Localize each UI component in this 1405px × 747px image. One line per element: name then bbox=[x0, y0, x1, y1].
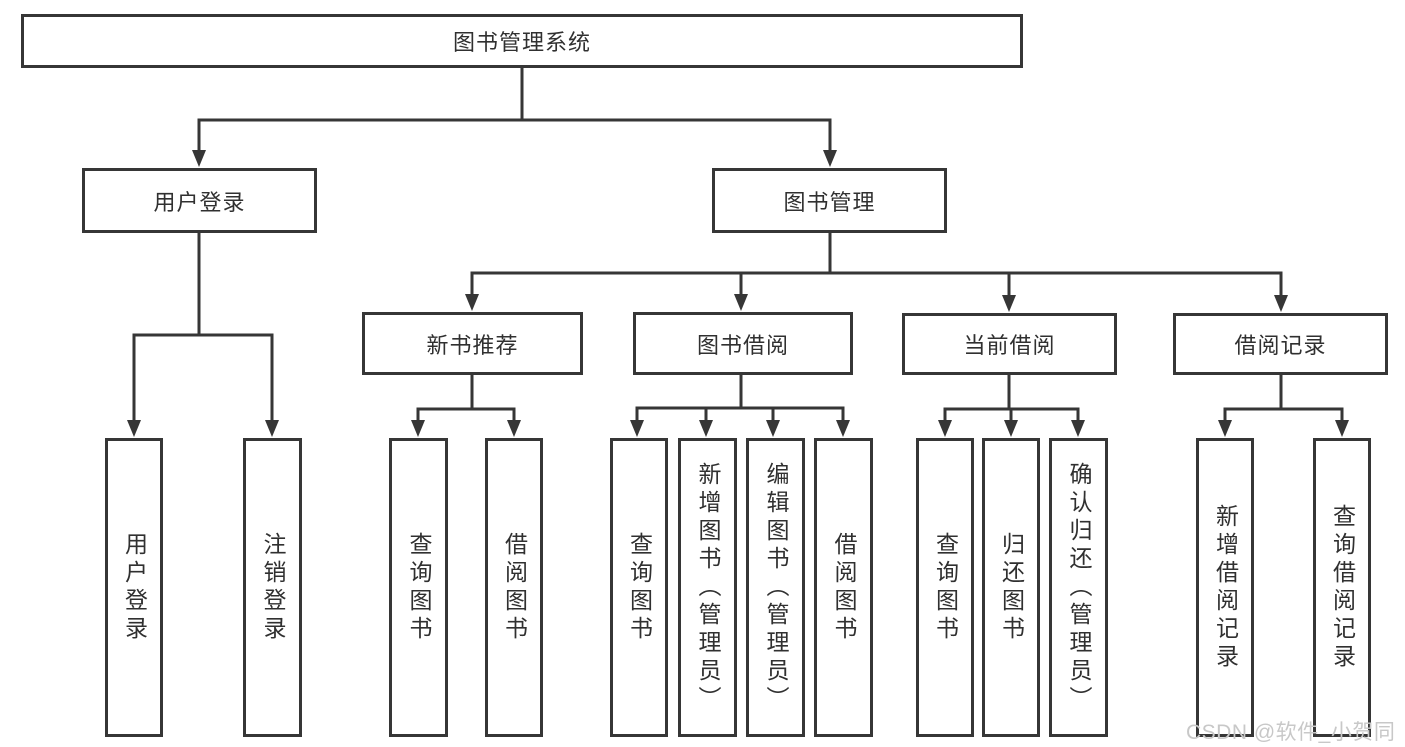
leaf-confirm-return-admin: 确认归还（管理员） bbox=[1049, 438, 1108, 737]
arrowheads bbox=[127, 150, 1349, 437]
leaf-return-book: 归还图书 bbox=[982, 438, 1040, 737]
node-current-borrow: 当前借阅 bbox=[902, 313, 1117, 375]
leaf-user-login: 用户登录 bbox=[105, 438, 163, 737]
node-root: 图书管理系统 bbox=[21, 14, 1023, 68]
leaf-query-borrow-record: 查询借阅记录 bbox=[1313, 438, 1371, 737]
node-borrow-records: 借阅记录 bbox=[1173, 313, 1388, 375]
node-new-book-recommend: 新书推荐 bbox=[362, 312, 583, 375]
leaf-borrow-books-recommend: 借阅图书 bbox=[485, 438, 543, 737]
leaf-edit-book-admin: 编辑图书（管理员） bbox=[746, 438, 805, 737]
leaf-query-books-current: 查询图书 bbox=[916, 438, 974, 737]
leaf-borrow-books-borrow: 借阅图书 bbox=[814, 438, 873, 737]
leaf-add-book-admin: 新增图书（管理员） bbox=[678, 438, 737, 737]
node-book-borrow: 图书借阅 bbox=[633, 312, 853, 375]
node-book-management: 图书管理 bbox=[712, 168, 947, 233]
leaf-logout: 注销登录 bbox=[243, 438, 302, 737]
node-user-login: 用户登录 bbox=[82, 168, 317, 233]
leaf-add-borrow-record: 新增借阅记录 bbox=[1196, 438, 1254, 737]
leaf-query-books-recommend: 查询图书 bbox=[389, 438, 448, 737]
leaf-query-books-borrow: 查询图书 bbox=[610, 438, 668, 737]
csdn-watermark: CSDN @软件_小贺同学 bbox=[1186, 721, 1396, 744]
